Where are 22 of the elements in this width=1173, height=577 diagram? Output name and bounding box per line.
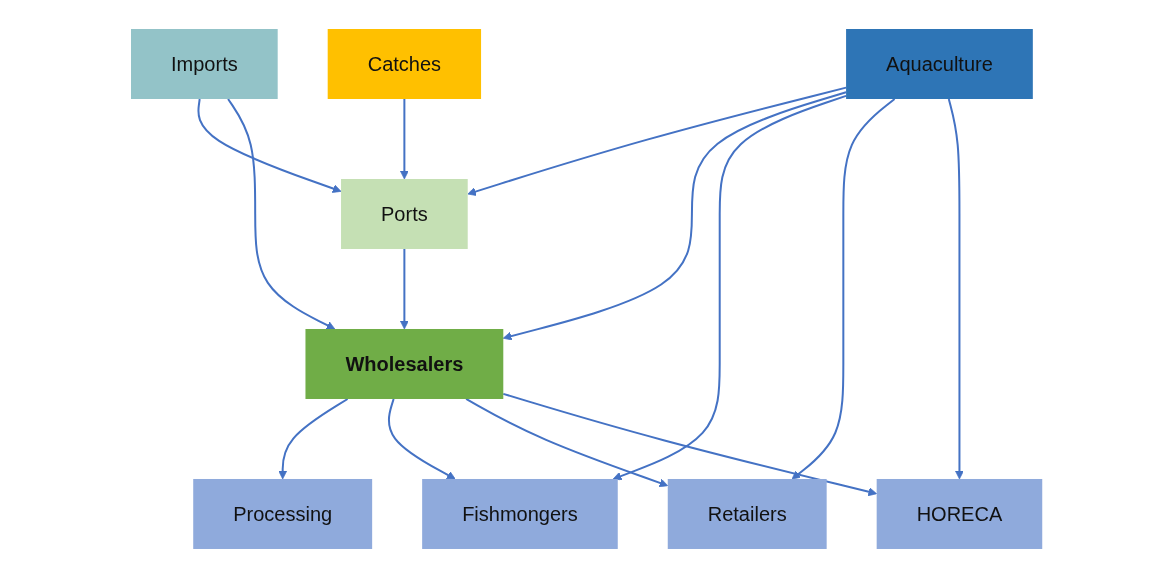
arrow [387, 397, 456, 479]
node-box: Aquaculture [845, 28, 1033, 99]
arrow [464, 397, 669, 487]
node-box: Ports [340, 178, 468, 249]
node-box: Wholesalers [305, 328, 504, 399]
arrow [502, 90, 847, 340]
arrow [278, 397, 349, 479]
arrow [197, 97, 342, 193]
arrow [399, 247, 409, 329]
arrow [947, 97, 964, 479]
arrow [612, 94, 847, 480]
arrow [791, 97, 896, 479]
node-box: Imports [130, 28, 278, 99]
arrow [399, 97, 409, 179]
node-box: Catches [327, 28, 481, 99]
node-box: Retailers [667, 478, 827, 549]
node-box: Processing [193, 478, 373, 549]
arrow [502, 392, 877, 496]
node-box: Fishmongers [422, 478, 618, 549]
node-box: HORECA [876, 478, 1043, 549]
arrow [226, 97, 336, 329]
arrow [467, 86, 847, 196]
